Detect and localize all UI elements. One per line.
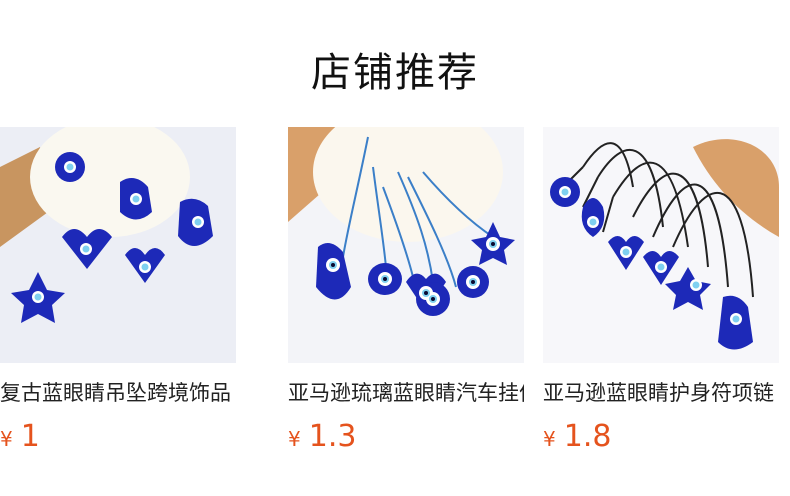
evil-eye-necklaces-image (543, 127, 779, 363)
price-value: 1.3 (308, 419, 357, 454)
price-value: 1 (20, 419, 40, 454)
product-card[interactable]: 复古蓝眼睛吊坠跨境饰品 ¥1 (0, 127, 236, 454)
evil-eye-pendants-image (0, 127, 236, 363)
product-image[interactable] (0, 127, 236, 363)
product-price: ¥1.8 (543, 419, 779, 454)
product-image[interactable] (543, 127, 779, 363)
product-name[interactable]: 复古蓝眼睛吊坠跨境饰品 (0, 381, 231, 405)
section-title: 店铺推荐 (311, 50, 479, 96)
product-name[interactable]: 亚马逊蓝眼睛护身符项链 (543, 381, 774, 405)
product-price: ¥1.3 (288, 419, 524, 454)
product-card[interactable]: 亚马逊琉璃蓝眼睛汽车挂件 ¥1.3 (288, 127, 524, 454)
product-image[interactable] (288, 127, 524, 363)
product-name[interactable]: 亚马逊琉璃蓝眼睛汽车挂件 (288, 381, 524, 405)
currency-symbol: ¥ (543, 427, 556, 451)
price-value: 1.8 (563, 419, 612, 454)
product-card[interactable]: 亚马逊蓝眼睛护身符项链 ¥1.8 (543, 127, 779, 454)
currency-symbol: ¥ (288, 427, 301, 451)
evil-eye-string-charms-image (288, 127, 524, 363)
currency-symbol: ¥ (0, 427, 13, 451)
product-price: ¥1 (0, 419, 236, 454)
